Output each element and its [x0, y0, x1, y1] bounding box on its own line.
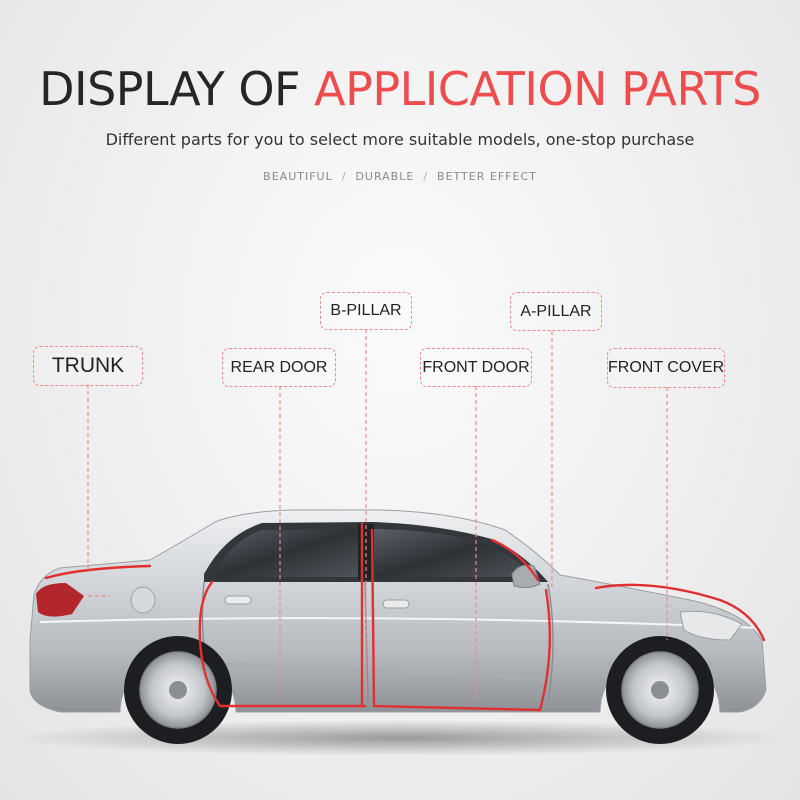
title-accent: APPLICATION PARTS [314, 62, 761, 116]
tag-durable: DURABLE [355, 170, 415, 183]
label-front-door: FRONT DOOR [420, 348, 532, 387]
rear-window-glass [214, 529, 358, 577]
tail-light [36, 583, 84, 617]
rear-door-seal [198, 580, 367, 708]
tagline: BEAUTIFUL / DURABLE / BETTER EFFECT [0, 170, 800, 183]
label-rear-door: REAR DOOR [222, 348, 336, 387]
front-door-seal [372, 588, 552, 712]
tag-beautiful: BEAUTIFUL [263, 170, 333, 183]
tag-separator: / [423, 170, 429, 183]
page-title: DISPLAY OF APPLICATION PARTS [0, 62, 800, 116]
rear-door-handle [224, 595, 252, 605]
front-door-handle [382, 599, 410, 609]
a-pillar-seal [490, 538, 540, 582]
subtitle: Different parts for you to select more s… [105, 130, 695, 149]
label-a-pillar: A-PILLAR [510, 292, 602, 331]
front-cover-seal [594, 583, 766, 642]
seal-strips [44, 522, 766, 712]
label-front-cover: FRONT COVER [607, 348, 725, 388]
body-crease [39, 617, 761, 629]
tag-better-effect: BETTER EFFECT [437, 170, 537, 183]
label-b-pillar: B-PILLAR [320, 292, 412, 330]
title-main: DISPLAY OF [39, 62, 315, 116]
front-wheel [606, 636, 714, 744]
front-window-glass [374, 529, 536, 577]
door-trim [209, 662, 546, 680]
tag-separator: / [341, 170, 347, 183]
head-light [679, 610, 743, 641]
fuel-cap [130, 586, 156, 614]
b-pillar-seal-inner [370, 528, 376, 706]
front-door-seam [547, 583, 554, 703]
label-trunk: TRUNK [33, 346, 143, 386]
trunk-seal [44, 564, 152, 580]
side-mirror [511, 564, 541, 589]
leader-lines [87, 329, 668, 700]
rear-wheel [124, 636, 232, 744]
